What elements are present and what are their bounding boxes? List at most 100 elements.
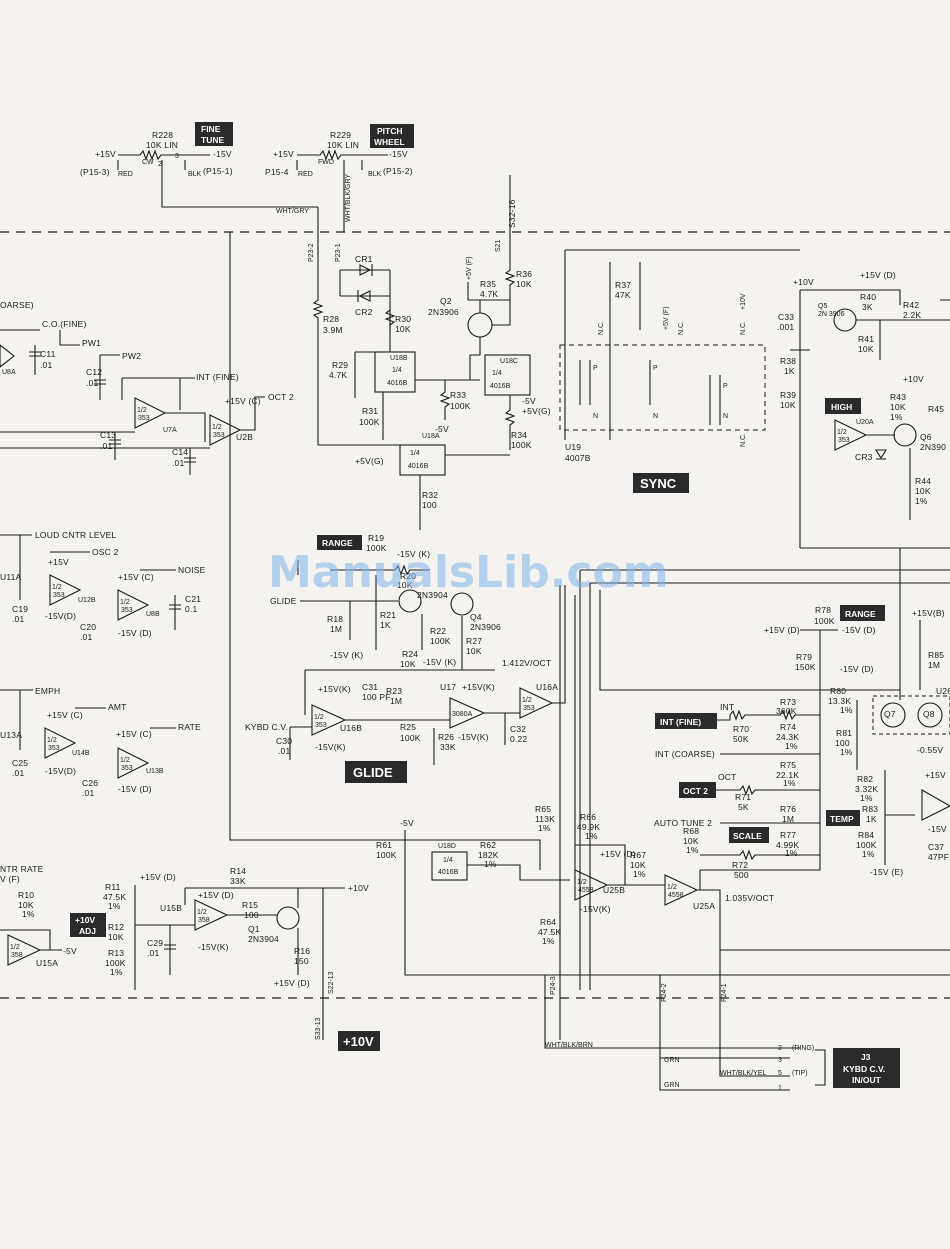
r83-value: 1K <box>866 814 877 824</box>
c13-value: .01 <box>100 441 112 451</box>
loud-label: LOUD CNTR LEVEL <box>35 530 116 540</box>
r75-tol: 1% <box>783 778 796 788</box>
pot2-p15v: +15V <box>273 149 294 159</box>
red-b: RED <box>298 171 313 178</box>
c13-label: C13 <box>100 430 116 440</box>
r25-value: 100K <box>400 733 421 743</box>
u2b-label: U2B <box>236 432 253 442</box>
r40-value: 3K <box>862 302 873 312</box>
u13b-label: U13B <box>146 768 164 775</box>
svg-text:1/2: 1/2 <box>522 697 532 704</box>
p5vf-b: +5V (F) <box>663 306 670 330</box>
r11-value: 47.5K <box>103 892 126 902</box>
plus10v-box: +10V <box>343 1034 374 1049</box>
r21-label: R21 <box>380 610 396 620</box>
r27-value: 10K <box>466 646 482 656</box>
r15-value: 100 <box>244 910 259 920</box>
r33-value: 100K <box>450 401 471 411</box>
r23-label: R23 <box>386 686 402 696</box>
svg-text:1/2: 1/2 <box>212 424 222 431</box>
auto-tune-section: -5V R61 100K U18D 1/4 4016B R62 182K 1% … <box>376 585 950 1040</box>
r16-label: R16 <box>294 946 310 956</box>
u25b-type: 4558 <box>578 887 594 894</box>
cw-label: CW <box>142 159 154 166</box>
u18b-label: U18B <box>390 355 408 362</box>
glide-input: GLIDE <box>270 596 297 606</box>
r43-label: R43 <box>890 392 906 402</box>
c11-value: .01 <box>40 360 52 370</box>
r228-label: R228 <box>152 130 173 140</box>
cr3-label: CR3 <box>855 452 873 462</box>
u18b-type: 4016B <box>387 380 408 387</box>
grn-b: GRN <box>664 1082 680 1089</box>
svg-text:1/2: 1/2 <box>137 407 147 414</box>
c29-label: C29 <box>147 938 163 948</box>
q4-type: 2N3906 <box>470 622 501 632</box>
q1-type: 2N3904 <box>248 934 279 944</box>
r29-value: 4.7K <box>329 370 347 380</box>
rate-label: RATE <box>178 722 201 732</box>
r81-value: 100 <box>835 738 850 748</box>
svg-text:1/2: 1/2 <box>197 909 207 916</box>
svg-text:1/2: 1/2 <box>120 757 130 764</box>
p15-1-label: (P15-1) <box>203 166 233 176</box>
s21-label: S21 <box>495 239 502 252</box>
ring-label: (RING) <box>792 1045 814 1052</box>
r38-label: R38 <box>780 356 796 366</box>
auto-tune-label: AUTO TUNE 2 <box>654 818 712 828</box>
r35-value: 4.7K <box>480 289 498 299</box>
u25b-label: U25B <box>603 885 625 895</box>
r20-value: 10K <box>397 580 413 590</box>
blk-a: BLK <box>188 171 202 178</box>
co-fine-label: C.O.(FINE) <box>42 319 87 329</box>
fine-tune-pot: FINE TUNE R228 10K LIN +15V -15V CW 2 3 … <box>80 122 318 208</box>
j3-section: P24-3 P24-2 P24-1 WHT/BLK/BRN GRN GRN WH… <box>544 950 900 1092</box>
c30-label: C30 <box>276 736 292 746</box>
r77-tol: 1% <box>785 848 798 858</box>
m15vk-d: -15V(K) <box>315 742 346 752</box>
r84-tol: 1% <box>862 849 875 859</box>
r45-label: R45 <box>928 404 944 414</box>
svg-text:5: 5 <box>778 1070 782 1077</box>
r79-value: 150K <box>795 662 816 672</box>
u18d-quarter: 1/4 <box>443 857 453 864</box>
r35-label: R35 <box>480 279 496 289</box>
r61-label: R61 <box>376 840 392 850</box>
svg-text:1/2: 1/2 <box>314 714 324 721</box>
c33-label: C33 <box>778 312 794 322</box>
r21-value: 1K <box>380 620 391 630</box>
grn-a: GRN <box>664 1057 680 1064</box>
r18-value: 1M <box>330 624 342 634</box>
r10-label: R10 <box>18 890 34 900</box>
r61-value: 100K <box>376 850 397 860</box>
int-fine-box: INT (FINE) <box>660 717 701 727</box>
pitch-wheel-pot: PITCH WHEEL R229 10K LIN +15V -15V FWD P… <box>265 124 414 232</box>
p15v-d: +15V <box>925 770 946 780</box>
m15vk-f: -15V(K) <box>580 904 611 914</box>
r25-label: R25 <box>400 722 416 732</box>
u18a-type: 4016B <box>408 463 429 470</box>
c20-label: C20 <box>80 622 96 632</box>
p15vc-a: +15V (C) <box>225 396 261 406</box>
svg-text:353: 353 <box>48 745 60 752</box>
p15v-c: +15V <box>48 557 69 567</box>
m15vd-d: -15V (D) <box>118 784 152 794</box>
u11a-label: U11A <box>0 572 22 582</box>
r80-label: R80 <box>830 686 846 696</box>
r12-value: 10K <box>108 932 124 942</box>
r24-label: R24 <box>402 649 418 659</box>
r68-tol: 1% <box>686 845 699 855</box>
emph-label: EMPH <box>35 686 60 696</box>
r78-value: 100K <box>814 616 835 626</box>
r64-value: 47.5K <box>538 927 561 937</box>
plus10v-line-label: +10V <box>348 883 369 893</box>
r26-label: R26 <box>438 732 454 742</box>
pw1-label: PW1 <box>82 338 101 348</box>
r62-tol: 1% <box>484 859 497 869</box>
svg-text:2: 2 <box>158 161 162 168</box>
m15vd-f: -15V (D) <box>840 664 874 674</box>
r80-tol: 1% <box>840 705 853 715</box>
r81-tol: 1% <box>840 747 853 757</box>
p10v-a: +10V <box>740 293 747 310</box>
r39-label: R39 <box>780 390 796 400</box>
